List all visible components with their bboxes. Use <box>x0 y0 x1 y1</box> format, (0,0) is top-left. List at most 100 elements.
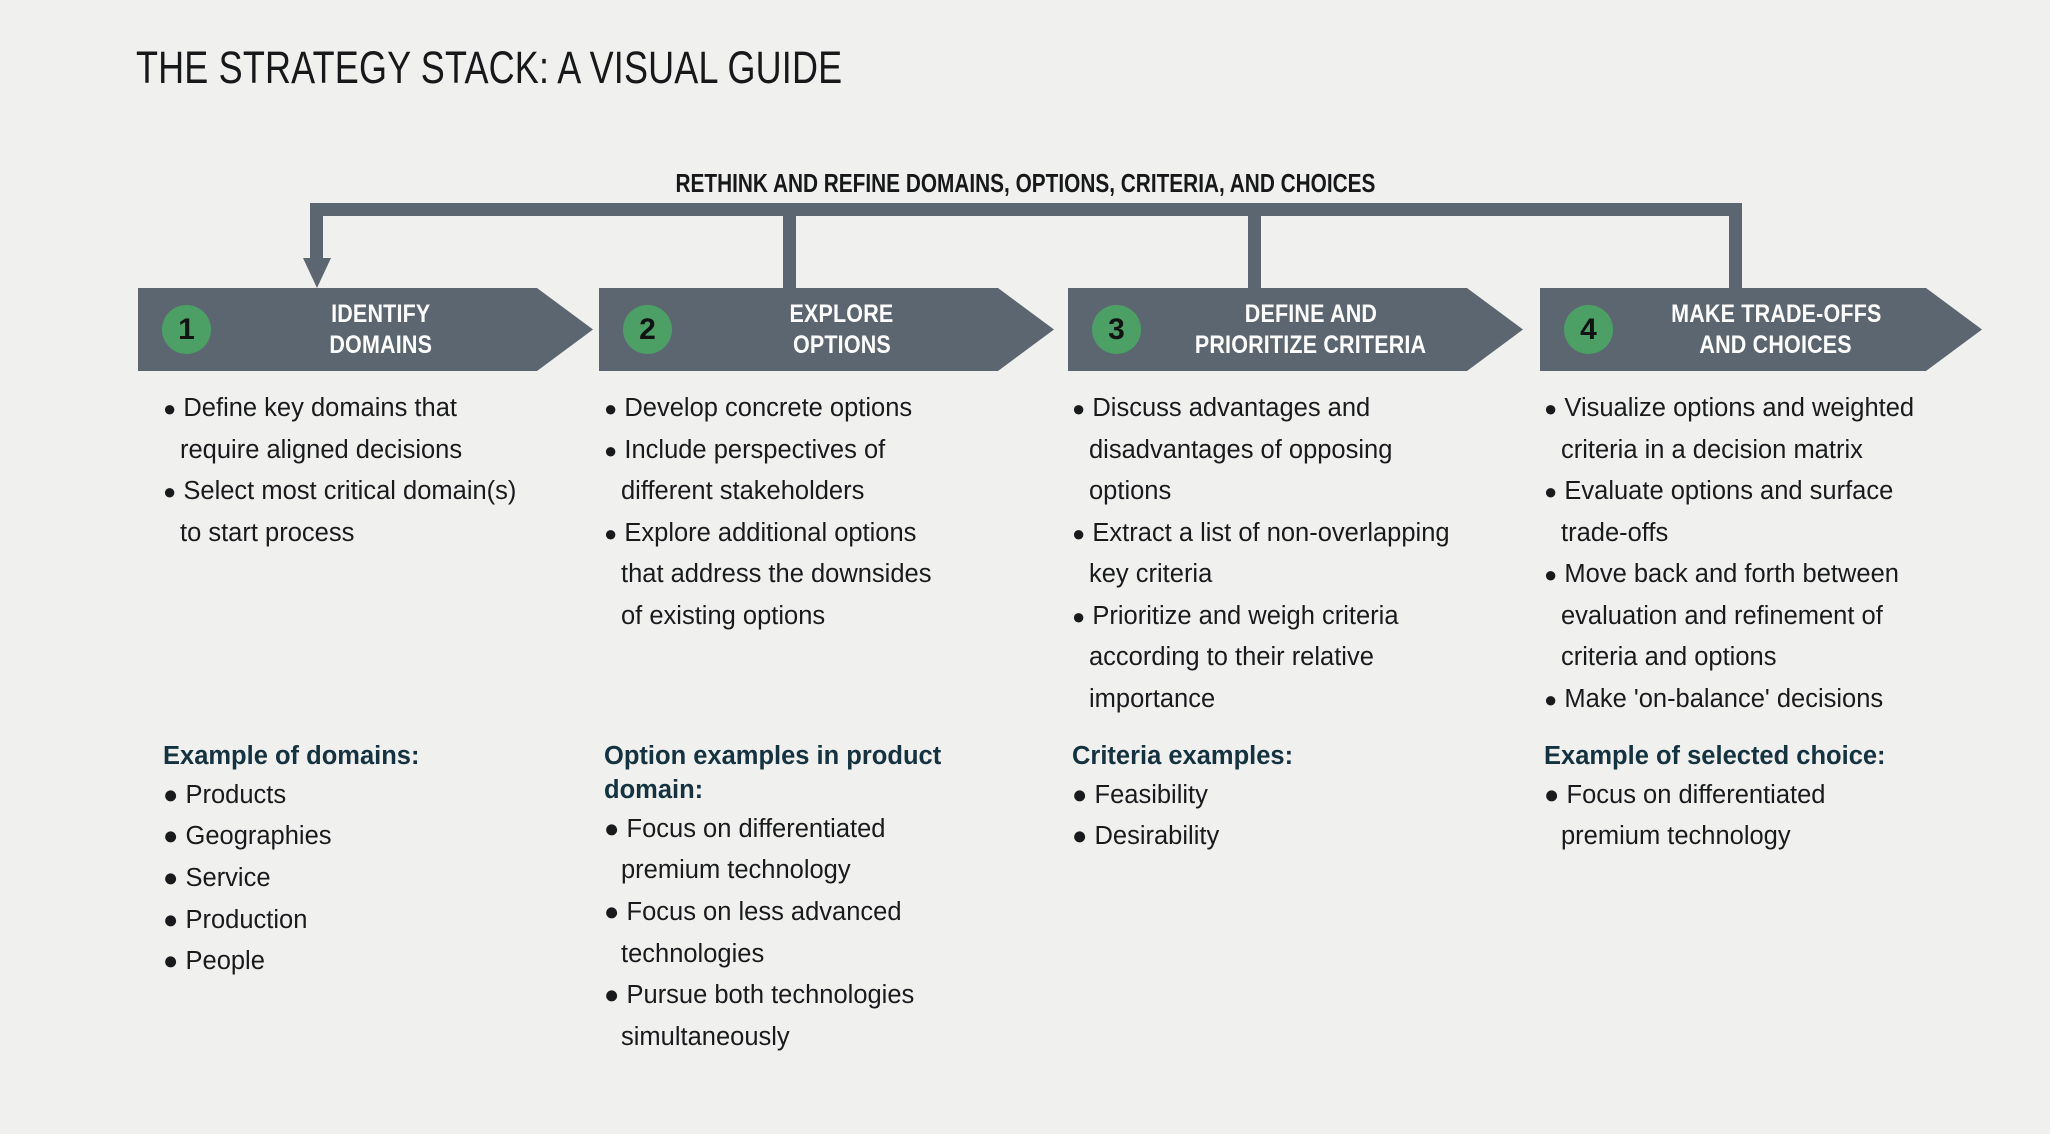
example-heading: Example of domains: <box>163 742 420 770</box>
bullet-dot-icon: ● <box>163 905 179 934</box>
chevron-shape <box>599 288 1054 371</box>
loop-riser-step4 <box>1729 216 1742 288</box>
step-title: MAKE TRADE-OFFS AND CHOICES <box>1626 288 1926 371</box>
example-item: ● Desirability <box>1072 816 1432 858</box>
page-title: THE STRATEGY STACK: A VISUAL GUIDE <box>136 42 843 93</box>
step-title: IDENTIFY DOMAINS <box>224 288 537 371</box>
loop-horizontal-bar <box>310 203 1742 216</box>
bullet-dot-icon: ● <box>1544 686 1558 712</box>
step-title-line-2: OPTIONS <box>792 330 891 359</box>
bullet-dot-icon: ● <box>163 780 179 809</box>
bullet-text: Select most critical domain(s) to start … <box>180 477 517 547</box>
bullet-dot-icon: ● <box>163 822 179 851</box>
example-item: ● Production <box>163 900 523 942</box>
bullet-dot-icon: ● <box>163 479 177 505</box>
bullet-item: ● Explore additional options that addres… <box>604 513 944 638</box>
example-text: Focus on differentiated premium technolo… <box>621 814 886 885</box>
step-3-examples: Criteria examples: ● Feasibility ● Desir… <box>1072 740 1432 858</box>
loop-left-stem <box>310 203 323 263</box>
bullet-item: ● Evaluate options and surface trade-off… <box>1544 471 1944 554</box>
bullet-item: ● Select most critical domain(s) to star… <box>163 471 535 554</box>
step-2-examples: Option examples in product domain: ● Foc… <box>604 740 944 1058</box>
example-text: Focus on differentiated premium technolo… <box>1561 780 1826 851</box>
step-1-examples: Example of domains: ● Products ● Geograp… <box>163 740 523 983</box>
bullet-text: Include perspectives of different stakeh… <box>621 435 886 506</box>
bullet-dot-icon: ● <box>1544 562 1558 588</box>
step-title-line-2: PRIORITIZE CRITERIA <box>1194 330 1427 359</box>
example-list: ● Products ● Geographies ● Service ● Pro… <box>163 775 523 983</box>
bullet-dot-icon: ● <box>1544 780 1560 809</box>
bullet-item: ● Include perspectives of different stak… <box>604 430 944 513</box>
step-chevron-2[interactable]: 2 EXPLORE OPTIONS <box>599 288 1054 371</box>
bullet-dot-icon: ● <box>604 437 618 463</box>
step-title: DEFINE AND PRIORITIZE CRITERIA <box>1154 288 1467 371</box>
step-chevron-3[interactable]: 3 DEFINE AND PRIORITIZE CRITERIA <box>1068 288 1523 371</box>
example-item: ● Focus on differentiated premium techno… <box>604 809 944 892</box>
bullet-item: ● Define key domains that require aligne… <box>163 388 535 471</box>
example-list: ● Focus on differentiated premium techno… <box>604 809 944 1058</box>
bullet-dot-icon: ● <box>163 864 179 893</box>
step-3-bullets: ● Discuss advantages and disadvantages o… <box>1072 388 1472 721</box>
step-title: EXPLORE OPTIONS <box>685 288 998 371</box>
step-4-examples: Example of selected choice: ● Focus on d… <box>1544 740 1904 858</box>
bullet-item: ● Extract a list of non-overlapping key … <box>1072 513 1472 596</box>
step-2-bullets: ● Develop concrete options ● Include per… <box>604 388 944 637</box>
bullet-item: ● Visualize options and weighted criteri… <box>1544 388 1944 471</box>
example-item: ● Pursue both technologies simultaneousl… <box>604 975 944 1058</box>
example-text: Focus on less advanced technologies <box>621 897 902 968</box>
bullet-dot-icon: ● <box>1072 396 1086 421</box>
bullet-dot-icon: ● <box>1544 396 1558 421</box>
feedback-loop-label-text: RETHINK AND REFINE DOMAINS, OPTIONS, CRI… <box>675 168 1375 198</box>
bullet-dot-icon: ● <box>604 396 618 421</box>
bullet-dot-icon: ● <box>1072 822 1088 851</box>
example-item: ● People <box>163 941 523 983</box>
step-title-line-2: AND CHOICES <box>1699 330 1853 359</box>
example-heading: Criteria examples: <box>1072 742 1294 770</box>
bullet-text: Define key domains that require aligned … <box>180 394 463 464</box>
example-text: Service <box>185 864 271 893</box>
step-number-badge: 4 <box>1564 305 1613 354</box>
bullet-item: ● Prioritize and weigh criteria accordin… <box>1072 596 1472 721</box>
example-item: ● Service <box>163 858 523 900</box>
bullet-dot-icon: ● <box>604 981 620 1010</box>
loop-riser-step3 <box>1248 216 1261 288</box>
bullet-text: Prioritize and weigh criteria according … <box>1089 601 1399 713</box>
bullet-text: Discuss advantages and disadvantages of … <box>1089 394 1393 506</box>
bullet-item: ● Move back and forth between evaluation… <box>1544 554 1944 679</box>
step-chevron-4[interactable]: 4 MAKE TRADE-OFFS AND CHOICES <box>1540 288 1982 371</box>
bullet-list: ● Develop concrete options ● Include per… <box>604 388 944 637</box>
bullet-text: Extract a list of non-overlapping key cr… <box>1089 518 1450 589</box>
example-list: ● Feasibility ● Desirability <box>1072 775 1432 858</box>
example-text: Feasibility <box>1094 780 1208 809</box>
chevron-shape <box>138 288 593 371</box>
step-4-bullets: ● Visualize options and weighted criteri… <box>1544 388 1944 721</box>
bullet-dot-icon: ● <box>1072 603 1086 629</box>
step-1-bullets: ● Define key domains that require aligne… <box>163 388 535 554</box>
bullet-dot-icon: ● <box>604 520 618 546</box>
feedback-loop-label: RETHINK AND REFINE DOMAINS, OPTIONS, CRI… <box>0 168 2050 199</box>
step-chevron-1[interactable]: 1 IDENTIFY DOMAINS <box>138 288 593 371</box>
chevron-shape <box>1068 288 1523 371</box>
bullet-text: Explore additional options that address … <box>621 518 932 630</box>
bullet-dot-icon: ● <box>163 396 177 421</box>
example-text: Production <box>185 905 308 934</box>
bullet-text: Move back and forth between evaluation a… <box>1561 560 1899 672</box>
bullet-dot-icon: ● <box>604 897 620 926</box>
bullet-list: ● Define key domains that require aligne… <box>163 388 535 554</box>
bullet-item: ● Develop concrete options <box>604 388 944 430</box>
step-number-badge: 3 <box>1092 305 1141 354</box>
bullet-dot-icon: ● <box>1072 780 1088 809</box>
step-title-line-1: EXPLORE <box>789 300 894 328</box>
example-text: Desirability <box>1094 822 1220 851</box>
step-title-line-1: MAKE TRADE-OFFS <box>1670 300 1882 328</box>
example-text: Products <box>185 780 287 809</box>
example-item: ● Focus on differentiated premium techno… <box>1544 775 1904 858</box>
example-heading: Example of selected choice: <box>1544 742 1886 770</box>
bullet-dot-icon: ● <box>1544 479 1558 505</box>
loop-arrowhead-icon <box>303 258 331 288</box>
bullet-item: ● Discuss advantages and disadvantages o… <box>1072 388 1472 513</box>
bullet-dot-icon: ● <box>163 947 179 976</box>
bullet-item: ● Make 'on-balance' decisions <box>1544 679 1944 721</box>
example-text: Geographies <box>185 822 332 851</box>
